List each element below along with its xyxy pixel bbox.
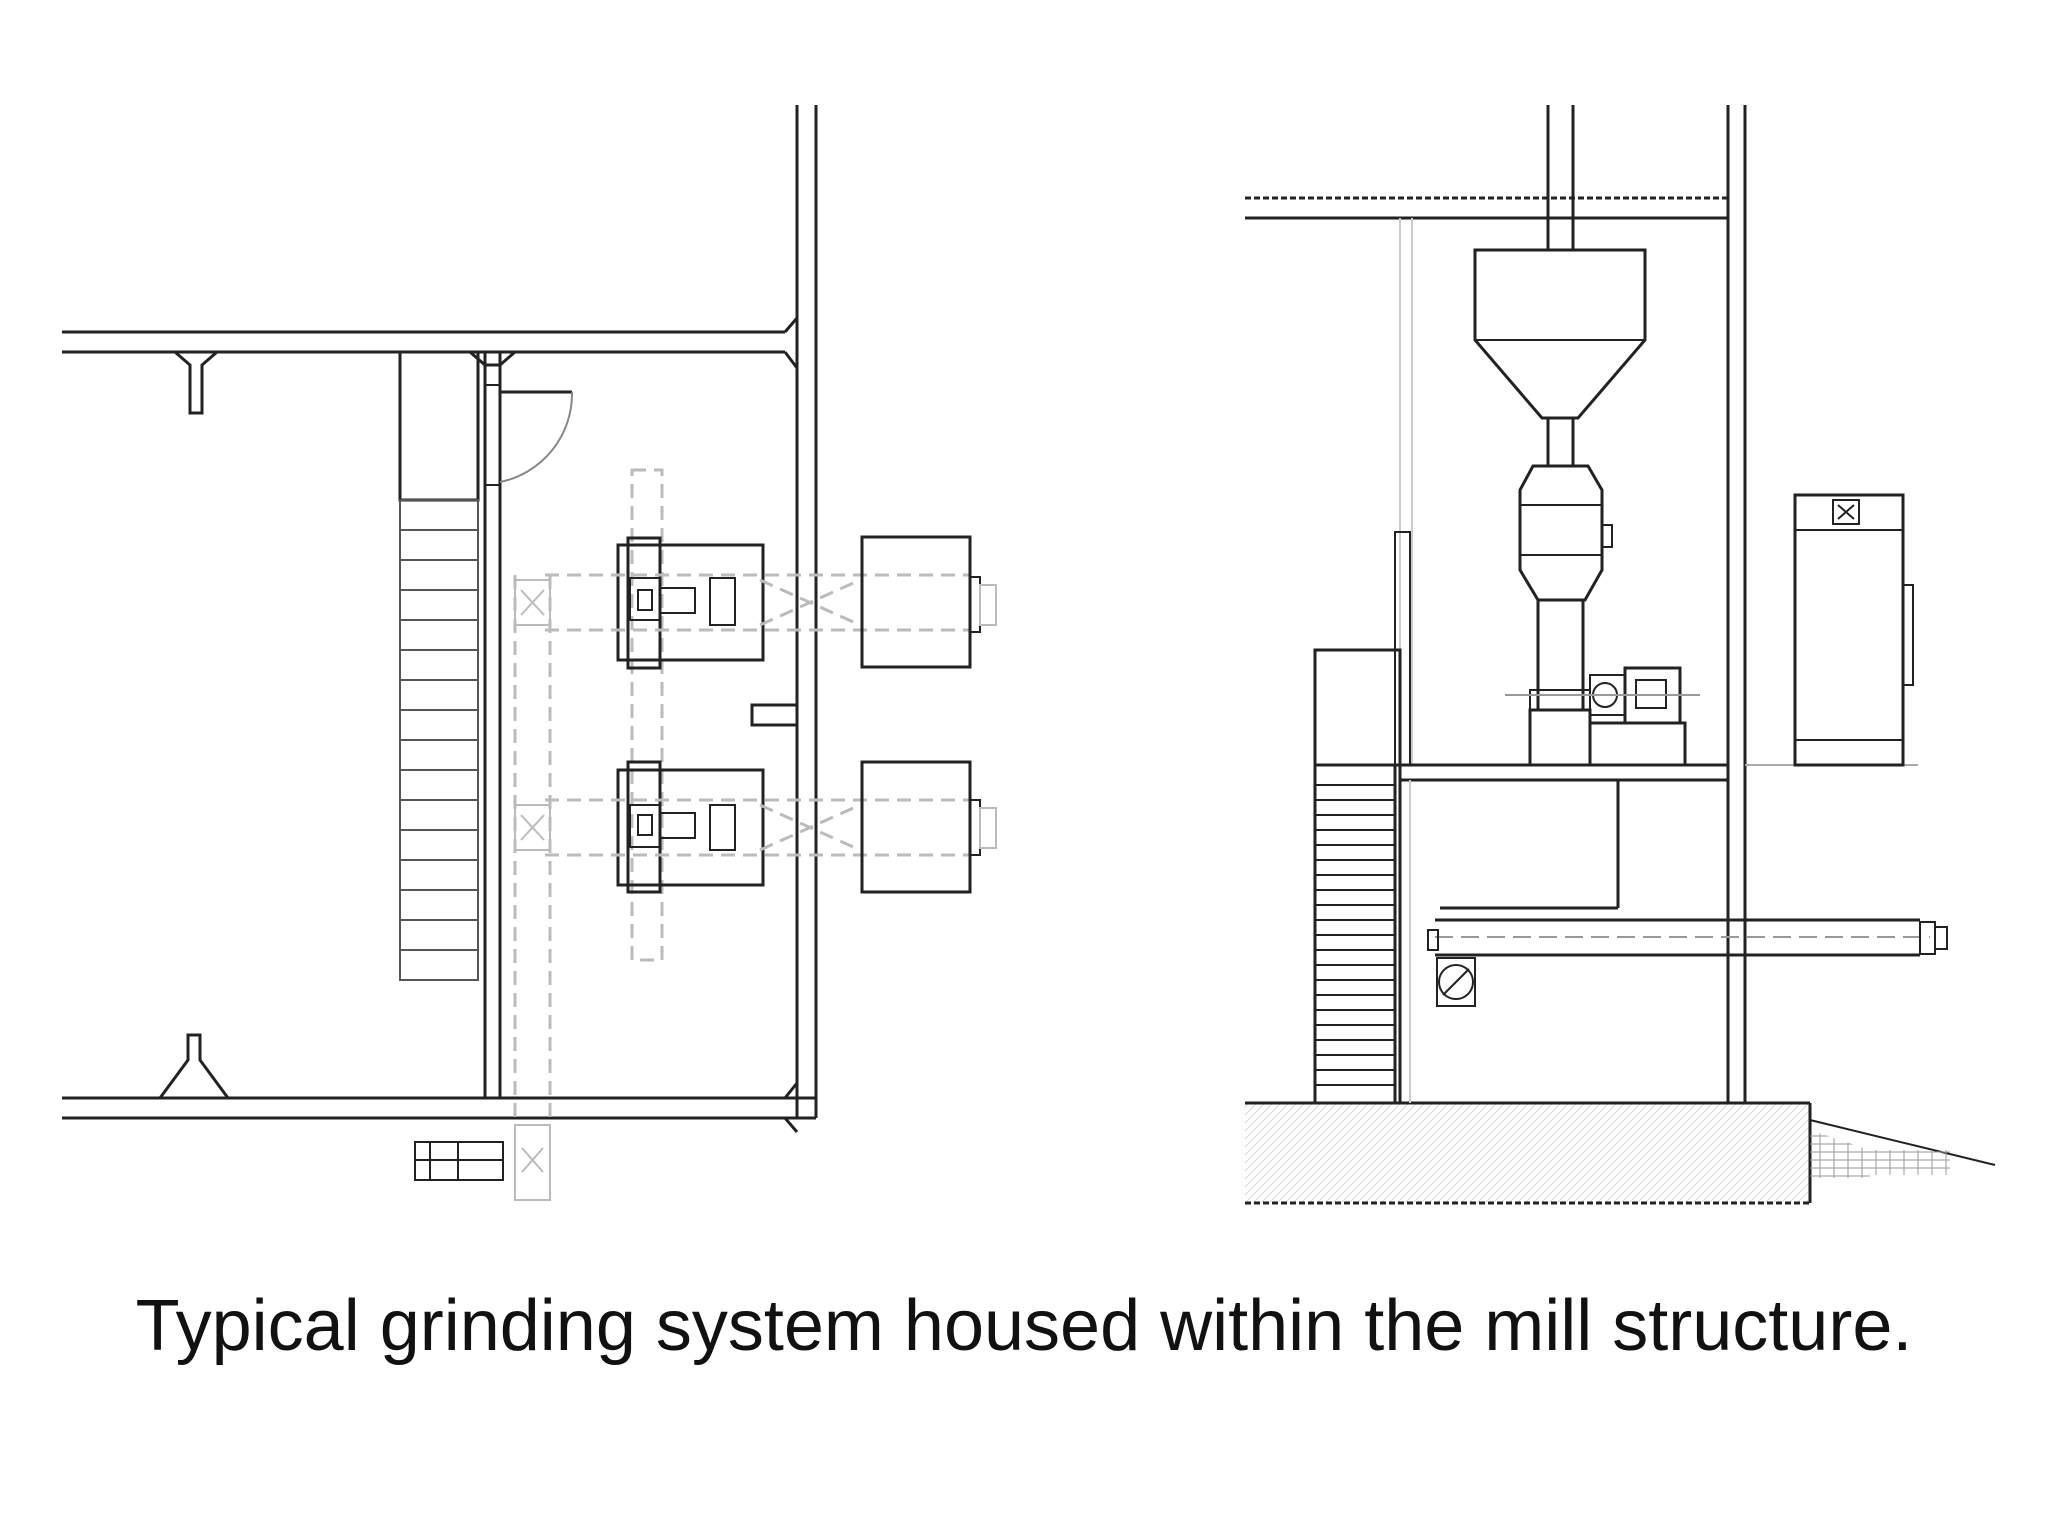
plan-right-wall xyxy=(783,105,818,1133)
plan-outside-block xyxy=(414,1124,551,1201)
elevation-column xyxy=(1726,105,1747,1103)
plan-wall-stub xyxy=(750,703,797,727)
plan-staircase xyxy=(399,499,479,981)
plan-bottom-wall xyxy=(62,1033,816,1120)
elevation-screw-conveyor xyxy=(1427,918,1948,1007)
grinder-unit-1 xyxy=(545,535,997,670)
plan-conveyor xyxy=(513,468,664,1118)
elevation-hopper xyxy=(1473,105,1647,468)
plan-view xyxy=(62,105,997,1201)
elevation-staircase xyxy=(1313,531,1411,1105)
plan-conveyor-box xyxy=(514,579,551,851)
grinder-unit-2 xyxy=(545,760,997,894)
figure-caption: Typical grinding system housed within th… xyxy=(135,1286,1913,1366)
plan-partition xyxy=(398,350,574,1098)
elevation-floor-slab xyxy=(1245,1101,1996,1205)
elevation-mill xyxy=(1505,464,1700,767)
plan-top-wall xyxy=(62,330,785,415)
elevation-view xyxy=(1245,105,1996,1205)
elevation-mezzanine xyxy=(1400,763,1918,910)
elevation-dust-collector xyxy=(1793,493,1914,767)
